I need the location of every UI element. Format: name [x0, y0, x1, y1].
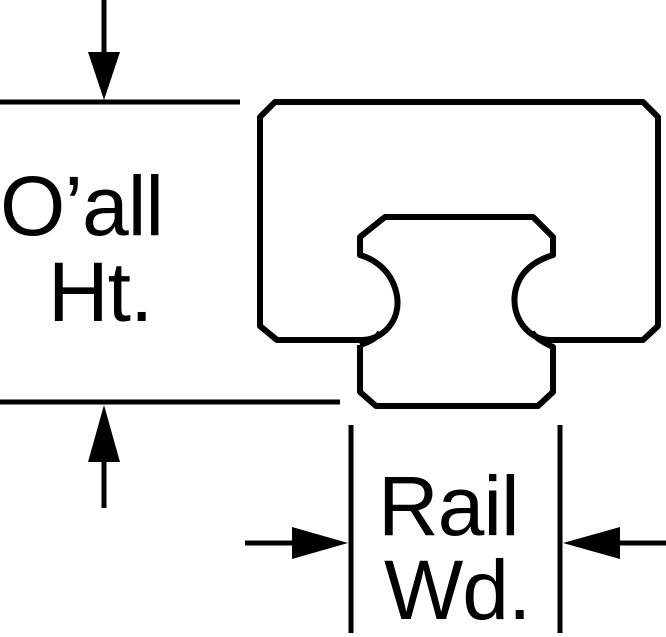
rail-left-neck [359, 330, 383, 348]
overall-height-label-line2: Ht. [48, 245, 153, 339]
top-arrow-head-icon [88, 52, 120, 100]
right-width-arrow-head-icon [563, 527, 620, 559]
rail-width-label-line2: Wd. [384, 543, 531, 637]
overall-height-label-line1: O’all [0, 159, 164, 253]
left-width-arrow-head-icon [292, 527, 348, 559]
rail-width-label-line1: Rail [378, 459, 520, 553]
bottom-arrow-head-icon [88, 405, 120, 462]
carriage-block-outline [257, 99, 661, 343]
rail-outline [357, 330, 556, 409]
